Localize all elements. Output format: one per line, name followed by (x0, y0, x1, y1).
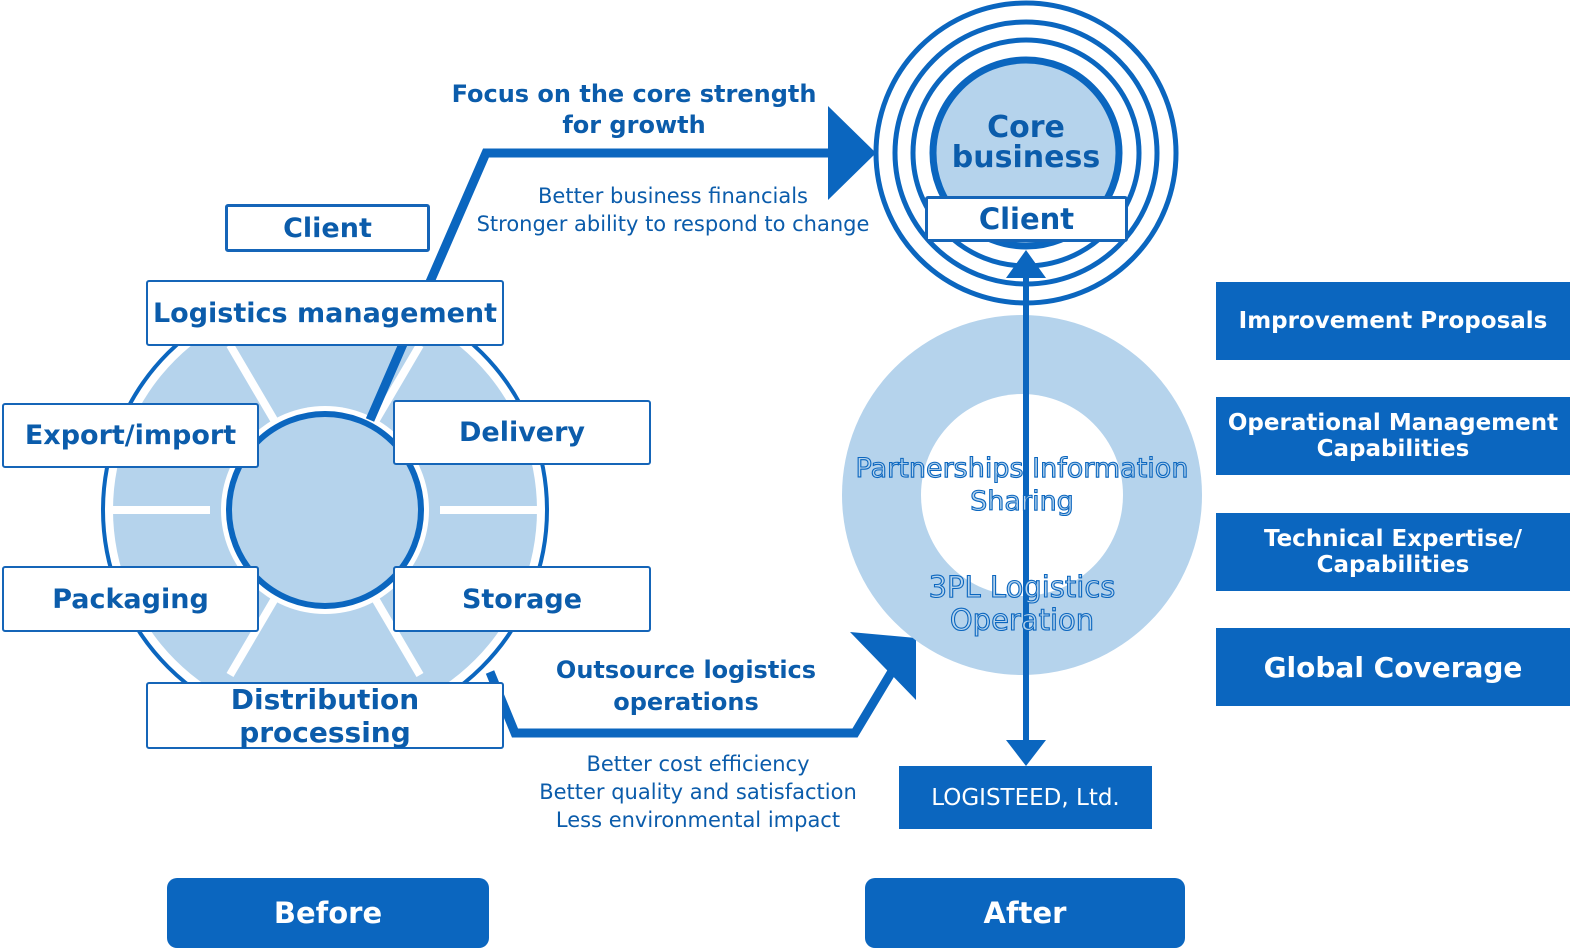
outsource-benefit-2: Better quality and satisfaction (539, 780, 857, 804)
provider-box: LOGISTEED, Ltd. (899, 766, 1152, 829)
capability-improvement-proposals: Improvement Proposals (1216, 282, 1570, 360)
focus-heading-line2: for growth (562, 111, 705, 139)
outsource-arrowhead (850, 632, 916, 700)
after-client-box: Client (925, 196, 1128, 242)
function-logistics-management: Logistics management (146, 280, 504, 346)
focus-arrowhead (828, 106, 876, 200)
before-label: Before (167, 878, 489, 948)
function-storage: Storage (393, 566, 651, 632)
focus-heading-line1: Focus on the core strength (452, 80, 817, 108)
partnership-line2: Sharing (970, 486, 1074, 517)
outsource-heading-line2: operations (613, 688, 759, 716)
operation-line2: Operation (950, 603, 1094, 637)
capability-operational-management-line1: Operational Management (1227, 410, 1559, 436)
focus-benefit-1: Better business financials (538, 184, 808, 208)
function-export-import: Export/import (2, 403, 259, 468)
function-packaging: Packaging (2, 566, 259, 632)
link-arrowhead-up (1006, 250, 1046, 278)
operation-line1: 3PL Logistics (929, 570, 1116, 604)
capability-global-coverage: Global Coverage (1216, 628, 1570, 706)
capability-operational-management-line2: Capabilities (1316, 436, 1470, 462)
link-arrow (1006, 250, 1046, 766)
before-function-ring (101, 286, 549, 734)
core-business-line1: Core (987, 110, 1065, 145)
capability-technical-expertise-line2: Capabilities (1316, 552, 1470, 578)
capability-technical-expertise: Technical Expertise/ Capabilities (1216, 513, 1570, 591)
capability-technical-expertise-line1: Technical Expertise/ (1263, 526, 1523, 552)
before-client-box: Client (225, 204, 430, 252)
capability-operational-management: Operational Management Capabilities (1216, 397, 1570, 475)
outsource-benefit-3: Less environmental impact (556, 808, 840, 832)
focus-benefit-2: Stronger ability to respond to change (477, 212, 870, 236)
donut-hole (921, 394, 1123, 596)
partnership-donut (842, 315, 1202, 675)
after-label: After (865, 878, 1185, 948)
ring-segment-dividers (112, 342, 538, 678)
outsource-heading-line1: Outsource logistics (556, 656, 816, 684)
link-arrowhead-down (1006, 740, 1046, 766)
outsource-benefit-1: Better cost efficiency (586, 752, 809, 776)
ring-hub (226, 411, 424, 609)
core-business-line2: business (952, 140, 1100, 175)
partnership-line1: Partnerships Information (856, 453, 1189, 484)
function-delivery: Delivery (393, 400, 651, 465)
function-distribution-processing: Distribution processing (146, 682, 504, 749)
